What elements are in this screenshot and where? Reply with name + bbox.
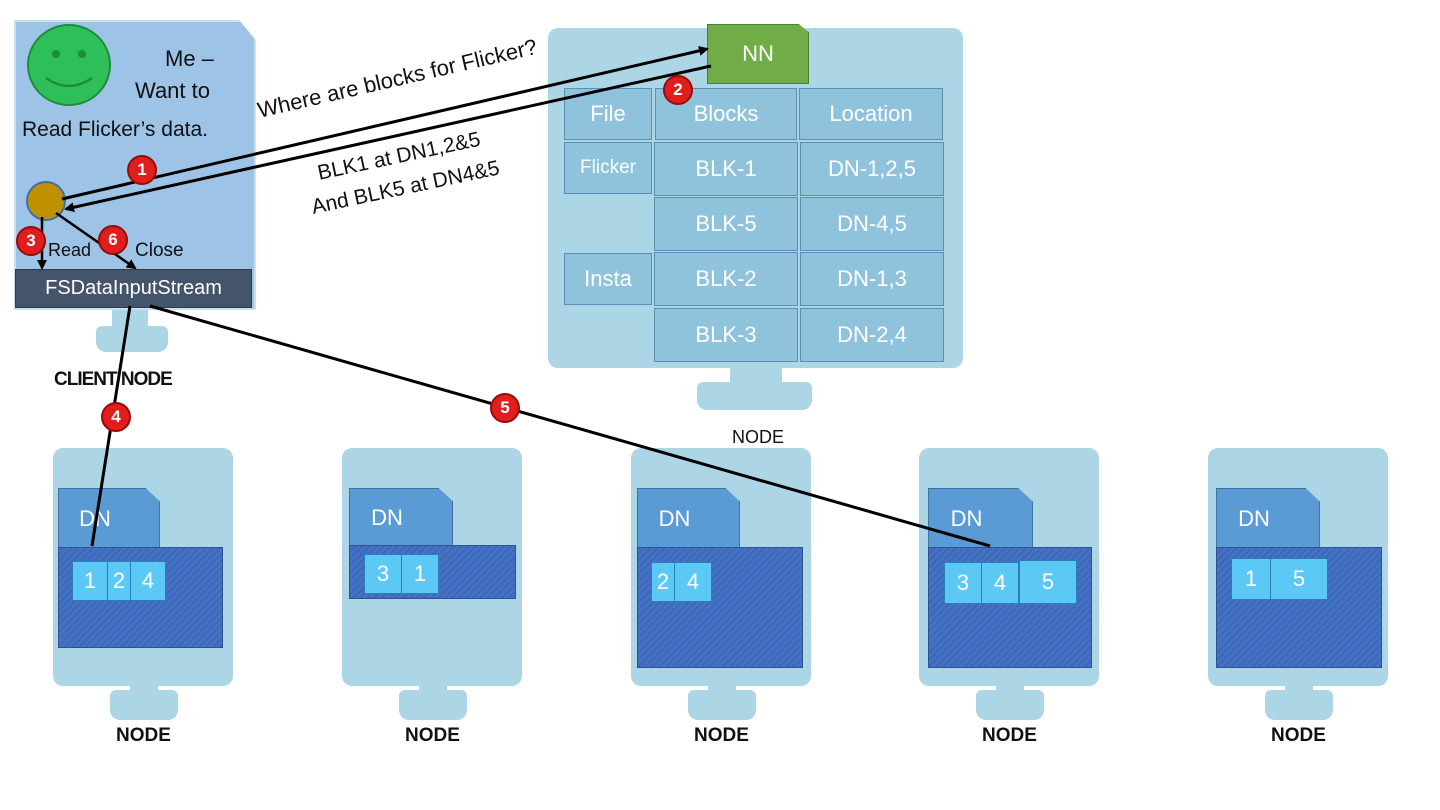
datanode-node-label: NODE: [405, 725, 460, 746]
block-chip: 2: [651, 562, 675, 602]
step-badge-4: 4: [101, 402, 131, 432]
block-chip: 3: [364, 554, 402, 594]
header-location: Location: [799, 88, 943, 140]
block-chip: 5: [1270, 558, 1328, 600]
client-message-line2: Want to: [135, 78, 210, 103]
file-flicker: Flicker: [564, 142, 652, 194]
namenode-title: NN: [742, 41, 774, 66]
datanode-tab: DN: [637, 488, 740, 550]
datanode-tab: DN: [1216, 488, 1320, 550]
client-node-label: CLIENT NODE: [54, 369, 173, 390]
smiley-icon: [27, 24, 111, 106]
block-chip: 3: [944, 562, 982, 604]
block-chip: 2: [107, 561, 131, 601]
block-chip: 4: [981, 562, 1019, 604]
location-cell: DN-1,2,5: [800, 142, 944, 196]
block-chip: 1: [1231, 558, 1271, 600]
step-badge-6: 6: [98, 225, 128, 255]
client-monitor-base: [96, 326, 168, 352]
datanode-title: DN: [371, 505, 403, 530]
block-chip: 1: [72, 561, 108, 601]
datanode-monitor-base: [1265, 690, 1333, 720]
file-insta: Insta: [564, 253, 652, 305]
block-cell: BLK-3: [654, 308, 798, 362]
block-chip: 4: [130, 561, 166, 601]
datanode-tab: DN: [928, 488, 1033, 550]
step-badge-3: 3: [16, 226, 46, 256]
datanode-title: DN: [79, 506, 111, 531]
read-label: Read: [48, 240, 92, 260]
client-message-line1: Me –: [165, 46, 214, 71]
datanode-monitor-base: [976, 690, 1044, 720]
datanode-title: DN: [950, 506, 983, 531]
block-chip: 4: [674, 562, 712, 602]
request-question: Where are blocks for Flicker?: [255, 33, 540, 123]
namenode-node-label: NODE: [732, 427, 785, 447]
close-label: Close: [135, 240, 184, 261]
step-badge-1: 1: [127, 155, 157, 185]
block-cell: BLK-5: [654, 197, 798, 251]
namenode-header: NN: [707, 24, 809, 84]
step-badge-2: 2: [663, 75, 693, 105]
block-chip: 1: [401, 554, 439, 594]
client-process-circle: [26, 181, 66, 221]
client-message-line3: Read Flicker’s data.: [22, 118, 208, 141]
location-cell: DN-1,3: [800, 252, 944, 306]
location-cell: DN-4,5: [800, 197, 944, 251]
datanode-tab: DN: [58, 488, 160, 550]
datanode-title: DN: [658, 506, 691, 531]
datanode-monitor-base: [399, 690, 467, 720]
datanode-node-label: NODE: [1271, 725, 1326, 746]
datanode-monitor-base: [688, 690, 756, 720]
block-cell: BLK-2: [654, 252, 798, 306]
block-chip: 5: [1019, 560, 1077, 604]
datanode-tab: DN: [349, 488, 453, 548]
fsdatainputstream-bar: FSDataInputStream: [15, 269, 252, 308]
block-cell: BLK-1: [654, 142, 798, 196]
fsdatainputstream-label: FSDataInputStream: [45, 277, 222, 299]
namenode-monitor-base: [697, 382, 812, 410]
step-badge-5: 5: [490, 393, 520, 423]
location-cell: DN-2,4: [800, 308, 944, 362]
datanode-title: DN: [1238, 506, 1270, 531]
datanode-node-label: NODE: [116, 725, 171, 746]
datanode-monitor-base: [110, 690, 178, 720]
datanode-node-label: NODE: [694, 725, 749, 746]
datanode-node-label: NODE: [982, 725, 1037, 746]
header-file: File: [564, 88, 652, 140]
